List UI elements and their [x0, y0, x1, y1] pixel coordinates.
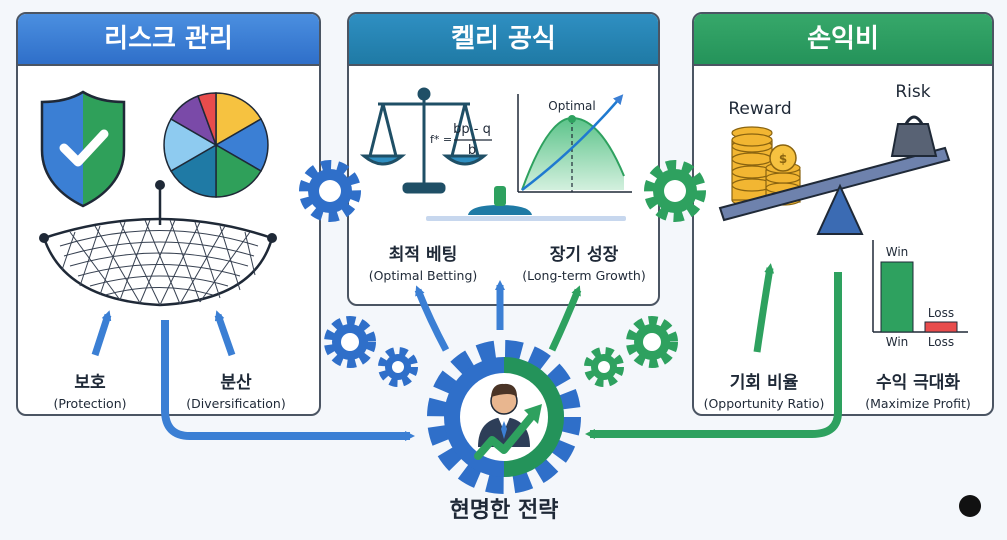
arrow-diversification-up: [214, 310, 236, 357]
gear-icon: [299, 160, 361, 222]
optimal-betting-ko: 최적 베팅: [388, 245, 458, 265]
formula-lhs: f* =: [430, 133, 452, 146]
arrow-risk-to-center: [161, 320, 415, 441]
risk-weight-icon: [890, 115, 938, 157]
risk-reward-title: 손익비: [694, 14, 992, 66]
kelly-formula: f* = bp - q b: [430, 122, 492, 158]
pie-chart-icon: [163, 92, 269, 198]
long-term-growth-label: 장기 성장 (Long-term Growth): [516, 240, 652, 283]
gear-icon: [378, 347, 418, 387]
kelly-formula-title: 켈리 공식: [349, 14, 658, 66]
win-x-label: Win: [886, 335, 909, 349]
win-top-label: Win: [886, 245, 909, 259]
arrow-center-to-betting: [414, 285, 450, 352]
opportunity-ratio-label: 기회 비율 (Opportunity Ratio): [700, 368, 828, 411]
risk-management-title: 리스크 관리: [18, 14, 319, 66]
protection-label: 보호 (Protection): [30, 368, 150, 411]
safety-net-icon: [39, 180, 277, 307]
formula-denominator: b: [468, 143, 476, 158]
win-bar: [880, 261, 914, 333]
arrow-protection-up: [91, 310, 112, 357]
arrow-profit-to-center: [585, 272, 842, 439]
svg-text:$: $: [779, 152, 787, 166]
maximize-profit-label: 수익 극대화 (Maximize Profit): [858, 368, 978, 411]
reward-label: Reward: [728, 99, 791, 119]
long-term-growth-ko: 장기 성장: [549, 245, 619, 265]
win-loss-chart: Win Loss Win Loss: [872, 240, 968, 349]
optimal-betting-en: (Optimal Betting): [368, 268, 478, 283]
protection-ko: 보호: [74, 373, 106, 393]
maximize-profit-en: (Maximize Profit): [865, 396, 971, 411]
opportunity-ratio-ko: 기회 비율: [729, 373, 799, 393]
loss-top-label: Loss: [928, 306, 954, 320]
arrow-center-to-growth: [548, 285, 582, 352]
growth-arrow-icon: [474, 412, 536, 460]
gear-icon: [324, 316, 376, 368]
shield-icon: [40, 90, 126, 208]
seesaw-icon: [718, 146, 951, 235]
formula-numerator: bp - q: [453, 122, 491, 137]
risk-label: Risk: [895, 82, 930, 102]
optimal-betting-label: 최적 베팅 (Optimal Betting): [358, 240, 488, 283]
gear-icon: [626, 316, 678, 368]
protection-en: (Protection): [53, 396, 127, 411]
decorative-dot: [959, 495, 981, 517]
long-term-growth-en: (Long-term Growth): [522, 268, 646, 283]
wise-strategy-title: 현명한 전략: [449, 498, 559, 523]
balance-scale-icon: [359, 87, 489, 194]
loss-x-label: Loss: [928, 335, 954, 349]
pedestal-icon: [426, 186, 626, 221]
maximize-profit-ko: 수익 극대화: [875, 373, 961, 393]
growth-chart: Optimal: [517, 94, 632, 193]
diversification-ko: 분산: [220, 373, 252, 393]
diversification-label: 분산 (Diversification): [176, 368, 296, 411]
arrow-opportunity-up: [753, 263, 775, 353]
growth-arrowhead: [524, 404, 542, 424]
gear-icon: [584, 347, 624, 387]
opportunity-ratio-en: (Opportunity Ratio): [703, 396, 825, 411]
loss-bar: [924, 321, 958, 333]
optimal-label: Optimal: [548, 99, 595, 113]
gear-icon: [644, 160, 706, 222]
diversification-en: (Diversification): [186, 396, 286, 411]
